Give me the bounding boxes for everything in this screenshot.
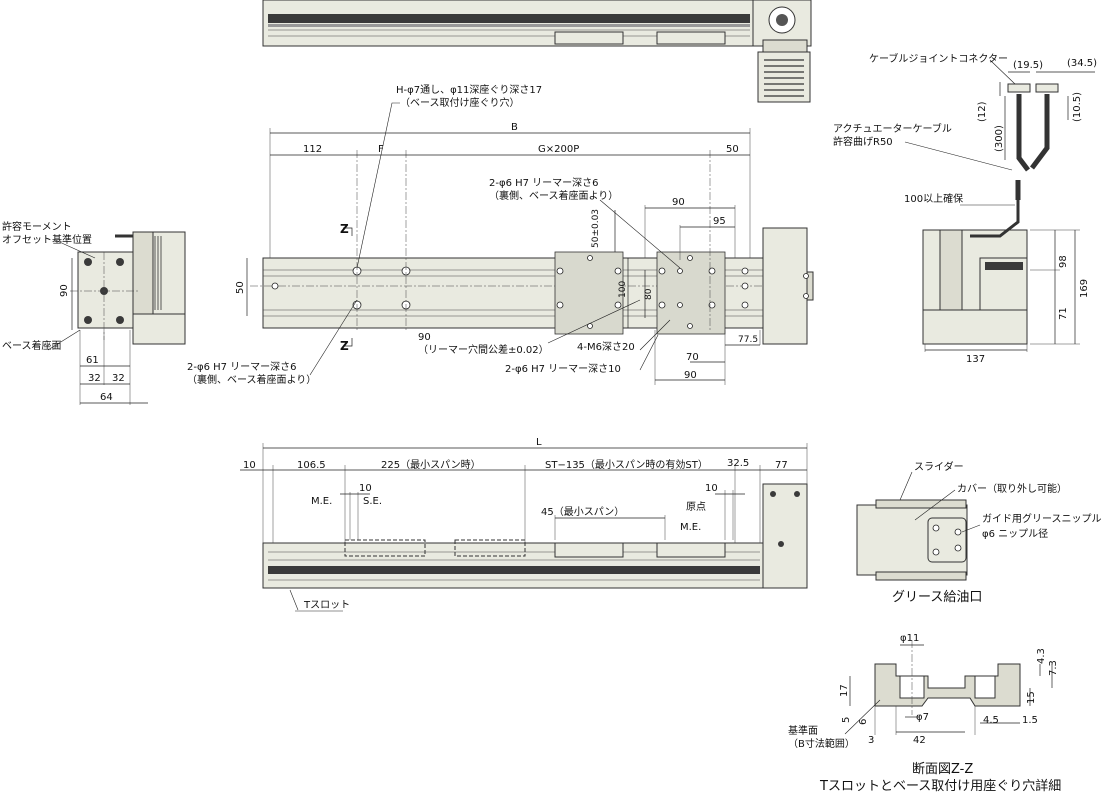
label-grease2: φ6 ニップル径 bbox=[982, 527, 1048, 540]
label-moment1: 許容モーメント bbox=[2, 220, 72, 233]
dim-90-reamer: 90 bbox=[418, 332, 431, 343]
grease-title: グリース給油口 bbox=[892, 590, 982, 605]
dim-10-right: 10 bbox=[705, 483, 718, 494]
label-reamer6-top-sub: （裏側、ベース着座面より） bbox=[489, 189, 618, 202]
dim-6: 6 bbox=[858, 719, 869, 725]
label-reamer6-left: 2-φ6 H7 リーマー深さ6 bbox=[187, 361, 297, 373]
dim-L: L bbox=[536, 437, 542, 448]
section-title: 断面図Z-Z bbox=[912, 762, 973, 777]
dim-st: ST−135（最小スパン時の有効ST） bbox=[545, 458, 708, 471]
dim-17: 17 bbox=[839, 684, 850, 697]
dim-10-left: 10 bbox=[243, 460, 256, 471]
label-tslot: Tスロット bbox=[303, 600, 350, 611]
dim-112: 112 bbox=[303, 144, 322, 155]
label-reamer6-top: 2-φ6 H7 リーマー深さ6 bbox=[489, 177, 599, 189]
dim-45: 45（最小スパン） bbox=[541, 506, 624, 518]
dim-100: 100 bbox=[618, 281, 628, 298]
dim-10-5: (10.5) bbox=[1072, 92, 1083, 122]
dim-50-tol: 50±0.03 bbox=[591, 209, 601, 248]
right-end-labels: (19.5) (34.5) ケーブルジョイントコネクター (12) (10.5)… bbox=[833, 52, 1097, 365]
left-end-view bbox=[47, 231, 186, 405]
dim-phi7: φ7 bbox=[916, 712, 929, 723]
label-origin: 原点 bbox=[686, 501, 706, 513]
dim-4-5: 4.5 bbox=[983, 715, 999, 726]
dim-5: 5 bbox=[841, 717, 852, 723]
label-grease1: ガイド用グリースニップル bbox=[982, 512, 1102, 525]
dim-77-5: 77.5 bbox=[738, 335, 758, 345]
dim-32-5: 32.5 bbox=[727, 458, 749, 469]
label-slider: スライダー bbox=[914, 460, 964, 473]
section-Z-top: Z bbox=[340, 222, 349, 236]
label-ref-face1: 基準面 bbox=[788, 724, 818, 737]
dim-90-bottom: 90 bbox=[684, 370, 697, 381]
label-act-cable1: アクチュエーターケーブル bbox=[833, 122, 952, 135]
label-h-phi7: H-φ7通し、φ11深座ぐり深さ17 bbox=[396, 83, 542, 96]
dim-106-5: 106.5 bbox=[297, 460, 326, 471]
section-labels: φ11 4.3 7.3 17 15 6 5 3 42 4.5 1.5 φ7 基準… bbox=[788, 633, 1061, 794]
label-cable-conn: ケーブルジョイントコネクター bbox=[869, 52, 1008, 65]
label-me-right: M.E. bbox=[680, 522, 701, 533]
plan-dimensions bbox=[246, 102, 761, 385]
label-ref-face2: （B寸法範囲） bbox=[788, 737, 855, 750]
dim-90-top: 90 bbox=[672, 197, 685, 208]
dim-1-5: 1.5 bbox=[1022, 715, 1038, 726]
section-Z-bottom: Z bbox=[340, 339, 349, 353]
dim-15: 15 bbox=[1026, 691, 1037, 704]
label-base-face: ベース着座面 bbox=[2, 339, 62, 352]
dim-90-reamer-sub: （リーマー穴間公差±0.02） bbox=[418, 343, 549, 356]
dim-50-side: 50 bbox=[235, 281, 246, 294]
dim-B: B bbox=[511, 122, 518, 133]
dim-19-5: (19.5) bbox=[1013, 60, 1043, 71]
dim-34-5: (34.5) bbox=[1067, 58, 1097, 69]
dim-80: 80 bbox=[644, 288, 654, 300]
front-view bbox=[240, 443, 808, 612]
top-view-upper bbox=[262, 0, 812, 103]
label-act-cable2: 許容曲げR50 bbox=[833, 135, 893, 148]
section-zz bbox=[844, 640, 1053, 735]
dim-50-top: 50 bbox=[726, 144, 739, 155]
dim-77: 77 bbox=[775, 460, 788, 471]
left-end-labels: 許容モーメント オフセット基準位置 90 ベース着座面 61 32 32 64 bbox=[2, 220, 125, 403]
plan-view bbox=[250, 150, 814, 345]
dim-32a: 32 bbox=[88, 373, 101, 384]
dim-61: 61 bbox=[86, 355, 99, 366]
dim-300: (300) bbox=[994, 125, 1005, 152]
dim-42: 42 bbox=[913, 735, 926, 746]
label-me-left: M.E. bbox=[311, 496, 332, 507]
dim-98: 98 bbox=[1058, 255, 1069, 268]
dim-12: (12) bbox=[977, 101, 988, 122]
grease-labels: スライダー カバー（取り外し可能） ガイド用グリースニップル φ6 ニップル径 … bbox=[892, 460, 1102, 605]
section-sub: Tスロットとベース取付け用座ぐり穴詳細 bbox=[819, 778, 1061, 794]
dim-4-3: 4.3 bbox=[1036, 648, 1047, 664]
right-end-view bbox=[904, 59, 1095, 352]
plan-labels: H-φ7通し、φ11深座ぐり深さ17 （ベース取付け座ぐり穴） B 112 F … bbox=[187, 83, 758, 386]
label-reamer6-left-sub: （裏側、ベース着座面より） bbox=[187, 373, 316, 386]
dim-10-mid: 10 bbox=[359, 483, 372, 494]
label-moment2: オフセット基準位置 bbox=[2, 233, 92, 246]
dim-phi11: φ11 bbox=[900, 633, 919, 644]
dim-7-3: 7.3 bbox=[1048, 660, 1059, 676]
dim-G200P: G×200P bbox=[538, 144, 579, 155]
dim-64: 64 bbox=[100, 392, 113, 403]
dim-169: 169 bbox=[1079, 279, 1090, 298]
dim-F: F bbox=[378, 144, 384, 155]
dim-70: 70 bbox=[686, 352, 699, 363]
label-cover: カバー（取り外し可能） bbox=[957, 482, 1067, 495]
dim-90-left: 90 bbox=[59, 284, 70, 297]
label-se: S.E. bbox=[363, 496, 382, 507]
dim-71: 71 bbox=[1058, 307, 1069, 320]
dim-225: 225（最小スパン時） bbox=[381, 459, 481, 471]
dim-95: 95 bbox=[713, 216, 726, 227]
dim-32b: 32 bbox=[112, 373, 125, 384]
dim-3: 3 bbox=[868, 735, 874, 746]
label-reamer10: 2-φ6 H7 リーマー深さ10 bbox=[505, 363, 621, 375]
label-m6: 4-M6深さ20 bbox=[577, 341, 635, 353]
front-labels: L 10 106.5 225（最小スパン時） ST−135（最小スパン時の有効S… bbox=[243, 437, 788, 611]
label-100-secure: 100以上確保 bbox=[904, 192, 963, 205]
grease-detail bbox=[856, 471, 981, 581]
dim-137: 137 bbox=[966, 354, 985, 365]
label-h-phi7-sub: （ベース取付け座ぐり穴） bbox=[400, 96, 520, 109]
